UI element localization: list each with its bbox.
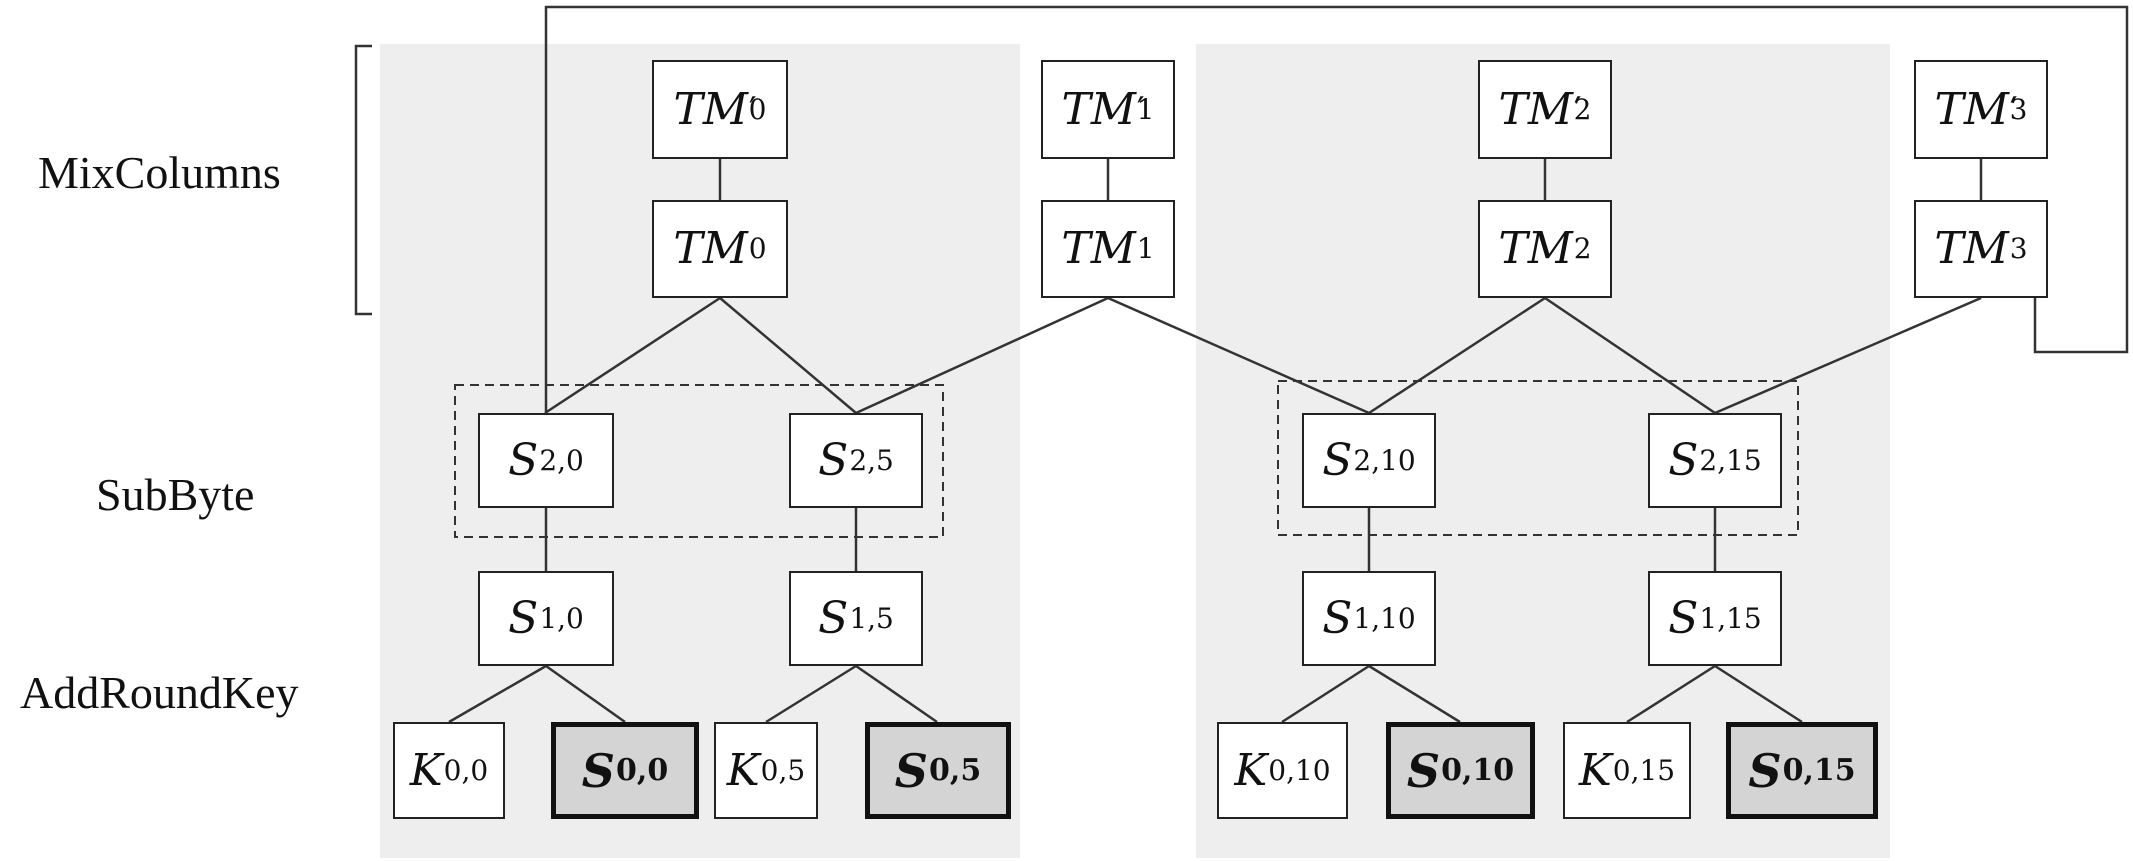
node-symbol: TM	[673, 223, 748, 274]
node-prime: ′	[1573, 89, 1582, 130]
wire-s1_0-k0_0	[448, 664, 547, 724]
node-symbol: S	[508, 592, 539, 644]
node-prime: ′	[748, 89, 757, 130]
node-symbol: S	[1668, 592, 1699, 644]
node-index: 0,10	[1441, 752, 1515, 788]
node-tm-prime-1: TM′1	[1041, 60, 1175, 159]
node-index: 0	[748, 232, 767, 265]
node-index: 0,15	[1782, 752, 1856, 788]
node-tm-prime-2: TM′2	[1478, 60, 1612, 159]
node-symbol: S	[1748, 743, 1782, 798]
wire-tm2-s2_10	[1368, 296, 1546, 415]
wire-tm3-s2_15	[1714, 296, 1982, 415]
wire-s1_10-s0_10	[1368, 664, 1461, 724]
node-symbol: S	[1406, 743, 1441, 798]
stage-label-addroundkey: AddRoundKey	[20, 667, 299, 718]
node-symbol: TM	[1934, 223, 2009, 274]
mixcolumns-bracket	[354, 44, 372, 316]
node-symbol: TM	[1934, 83, 2009, 135]
node-index: 0,5	[760, 753, 806, 787]
node-index: 2	[1573, 92, 1592, 126]
node-symbol: K	[726, 744, 760, 796]
wire-s1_0-s0_0	[545, 664, 626, 724]
node-symbol: TM	[1061, 223, 1136, 274]
node-index: 0	[748, 92, 767, 126]
node-symbol: S	[1668, 434, 1699, 486]
node-index: 0,10	[1268, 753, 1331, 787]
node-tm-prime-3: TM′3	[1914, 60, 2048, 159]
feedback-loop	[544, 5, 2129, 413]
node-index: 0,0	[443, 753, 489, 787]
node-index: 3	[2009, 92, 2028, 126]
node-index: 1,5	[849, 601, 894, 635]
node-prime: ′	[1136, 89, 1145, 130]
stage-label-mixcolumns: MixColumns	[38, 147, 281, 198]
node-symbol: S	[818, 592, 849, 644]
subbyte-group-left	[454, 384, 944, 538]
node-symbol: TM	[1061, 83, 1136, 135]
node-index: 0,15	[1612, 753, 1676, 787]
node-index: 2,10	[1353, 443, 1416, 477]
wire-tm2-s2_15	[1544, 296, 1716, 415]
node-index: 2	[1573, 232, 1592, 265]
node-index: 1,15	[1699, 601, 1762, 635]
wire-tm0-s2_0	[544, 296, 721, 415]
node-tm-prime-0: TM′0	[652, 60, 788, 159]
node-symbol: K	[409, 744, 443, 796]
node-symbol: K	[1234, 744, 1268, 796]
node-index: 0,0	[616, 752, 669, 788]
wire-tm1-s2_10	[1107, 296, 1370, 415]
node-index: 3	[2009, 232, 2028, 265]
node-symbol: S	[1322, 592, 1353, 644]
node-index: 2,5	[849, 443, 894, 477]
wire-s1_15-s0_15	[1714, 664, 1803, 724]
node-index: 1	[1136, 92, 1155, 126]
subbyte-group-right	[1277, 380, 1799, 536]
wire-s1_5-k0_5	[765, 664, 857, 724]
wire-s1_15-k0_15	[1626, 664, 1716, 724]
wire-tm1-s2_5	[855, 296, 1109, 415]
node-index: 1,10	[1353, 601, 1416, 635]
node-prime: ′	[2009, 89, 2018, 130]
node-index: 0,5	[929, 752, 982, 788]
node-symbol: S	[1322, 434, 1353, 486]
node-index: 2,15	[1699, 443, 1762, 477]
wire-s1_5-s0_5	[855, 664, 938, 724]
node-symbol: K	[1578, 744, 1612, 796]
wire-s1_10-k0_10	[1281, 664, 1370, 724]
node-symbol: S	[894, 743, 929, 798]
node-index: 1,0	[539, 601, 584, 635]
node-symbol: S	[581, 743, 616, 798]
node-symbol: S	[818, 434, 849, 486]
node-symbol: S	[508, 434, 539, 486]
node-symbol: TM	[1498, 223, 1573, 274]
node-symbol: TM	[1498, 83, 1573, 135]
node-index: 1	[1136, 232, 1155, 265]
stage-label-subbyte: SubByte	[96, 469, 255, 520]
node-symbol: TM	[673, 83, 748, 135]
node-index: 2,0	[539, 443, 584, 477]
wire-tm0-s2_5	[719, 297, 857, 414]
